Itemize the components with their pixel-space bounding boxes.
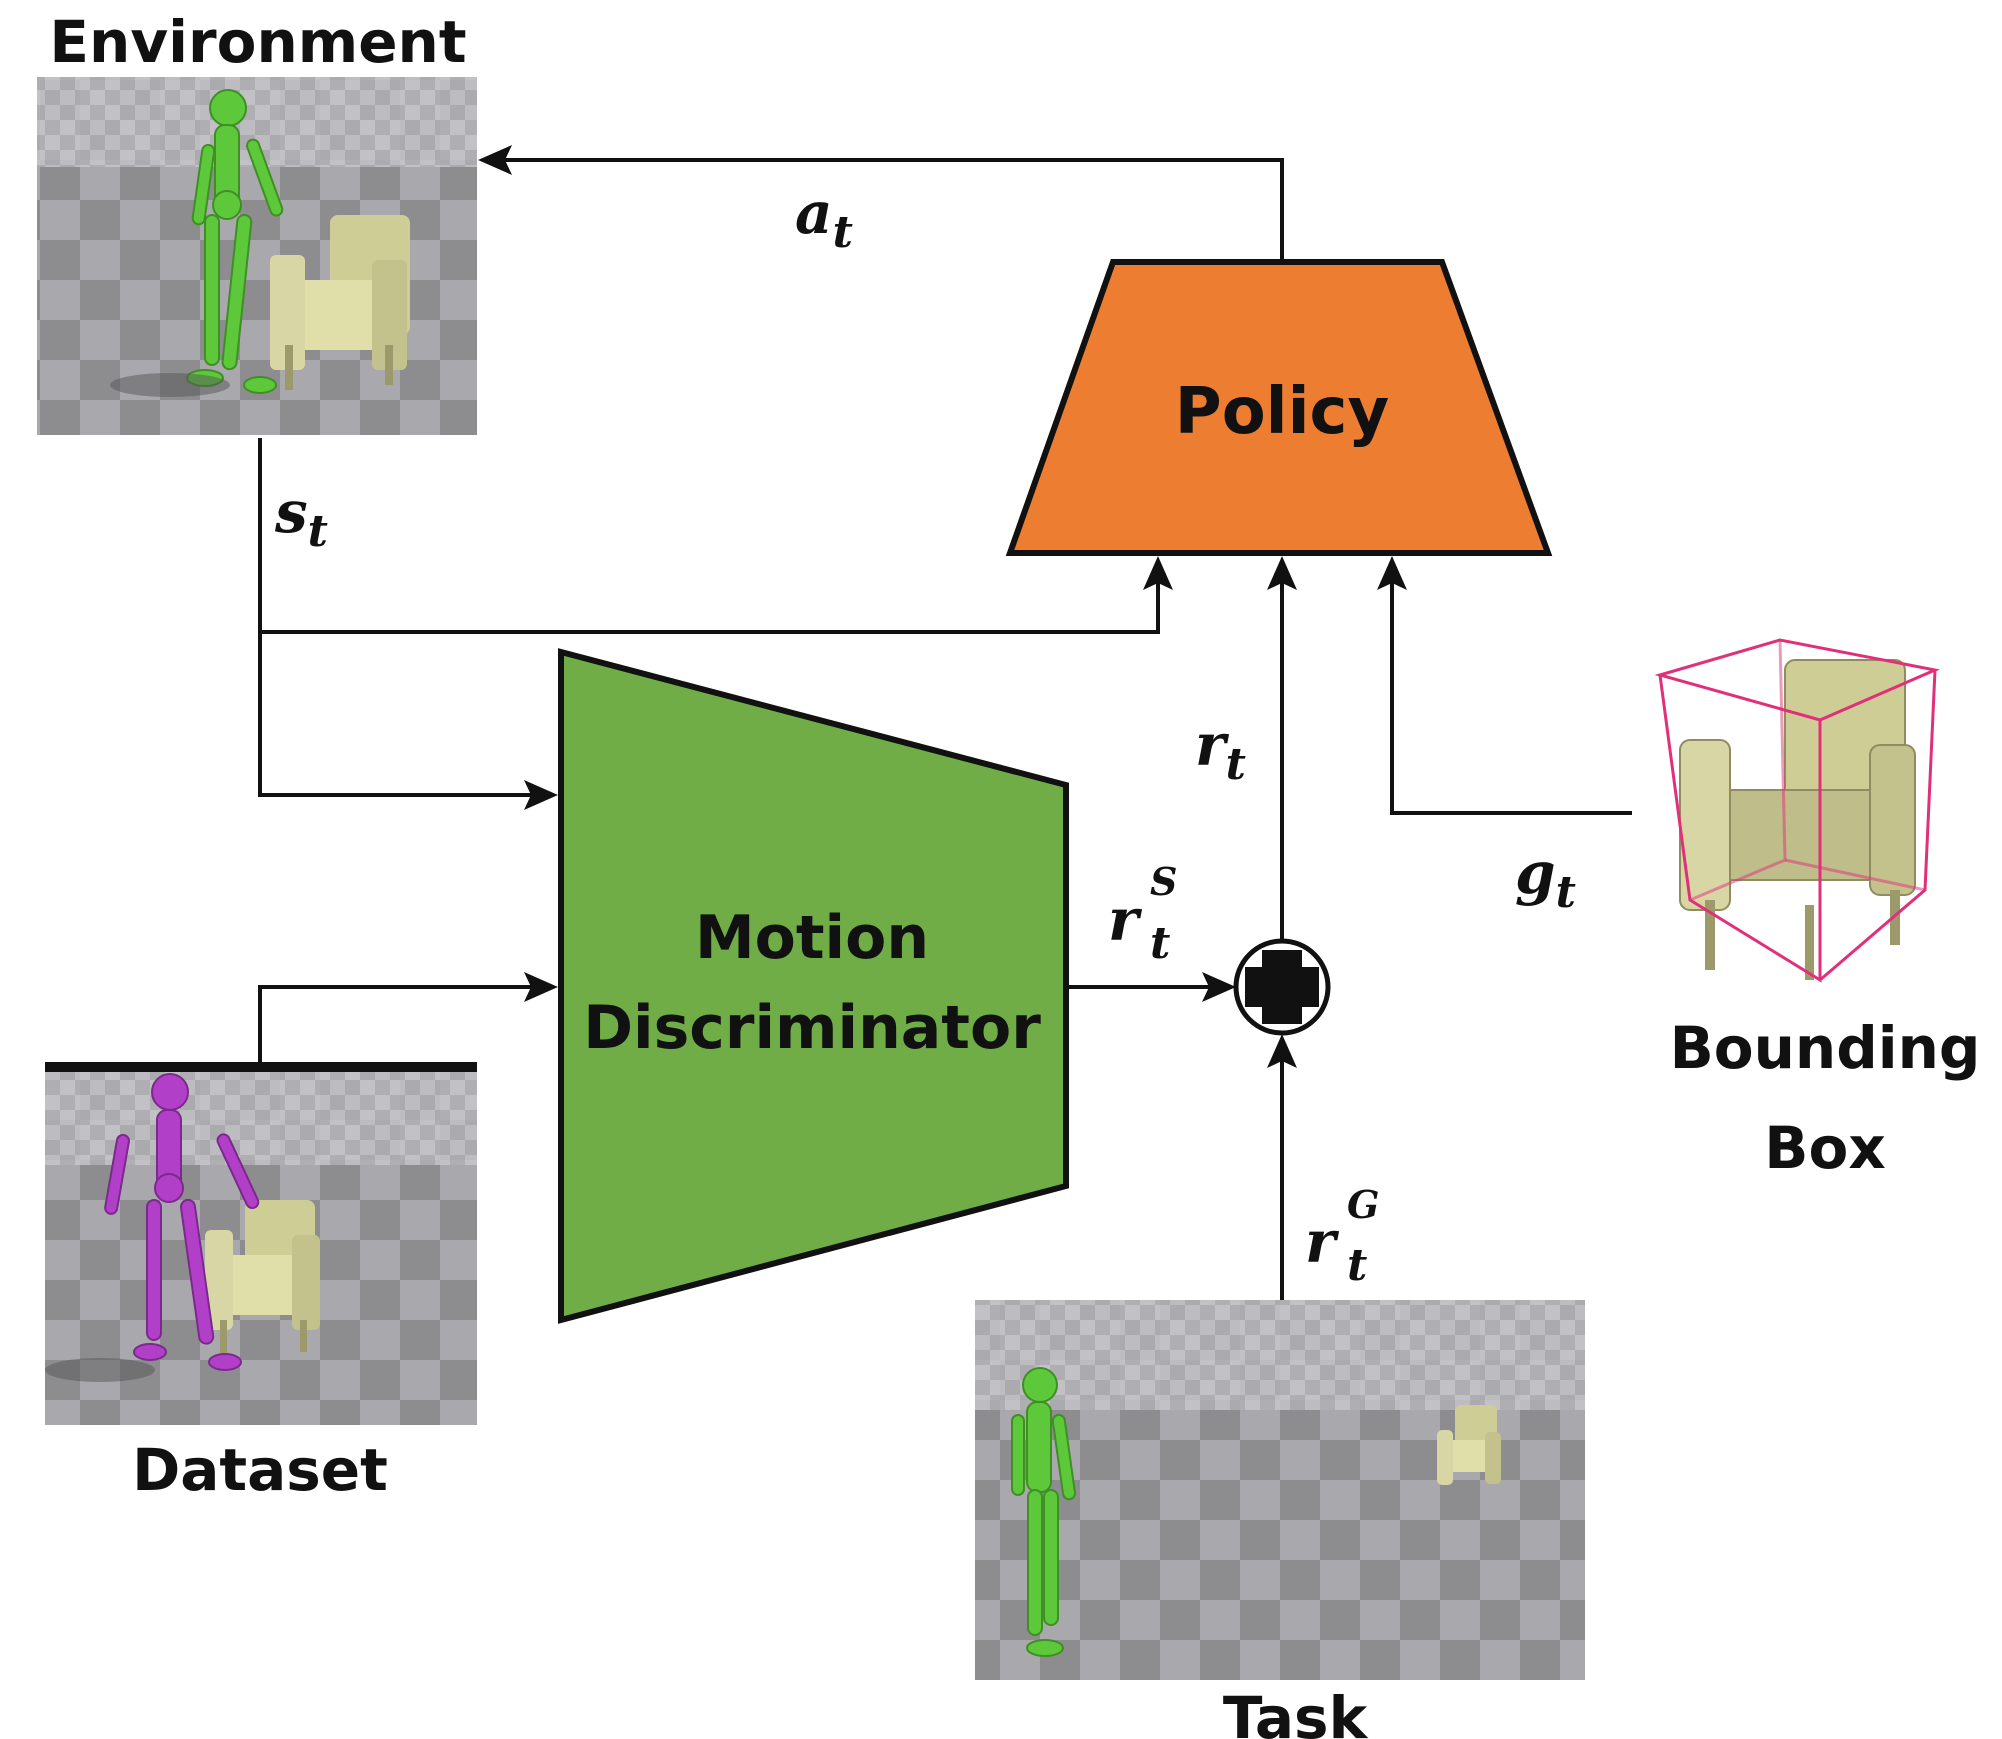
motion-discriminator-block[interactable] xyxy=(558,648,1069,1324)
action-symbol: at xyxy=(795,179,853,258)
task-label: Task xyxy=(1223,1684,1369,1739)
sum-node xyxy=(1233,938,1331,1036)
svg-text:t: t xyxy=(1347,1240,1367,1291)
plus-icon xyxy=(1245,950,1319,1024)
task-reward-symbol: r t G xyxy=(1305,1182,1379,1291)
motion-discriminator-label-line1: Motion xyxy=(695,903,929,973)
character-green-icon xyxy=(186,89,284,394)
goal-symbol: gt xyxy=(1515,839,1576,918)
bounding-box-label-line1: Bounding xyxy=(1670,1014,1981,1082)
dataset-image xyxy=(45,1062,477,1425)
chair-icon xyxy=(1679,659,1916,980)
task-image xyxy=(975,1300,1585,1680)
goal-wire xyxy=(1390,568,1632,815)
task-reward-arrowhead xyxy=(1267,1034,1297,1068)
environment-image xyxy=(37,77,477,435)
reward-arrowhead xyxy=(1267,556,1297,590)
state-symbol: st xyxy=(274,478,328,557)
svg-text:G: G xyxy=(1347,1182,1379,1227)
svg-text:S: S xyxy=(1150,859,1177,904)
goal-arrowhead xyxy=(1377,556,1407,590)
bounding-box-label-line2: Box xyxy=(1764,1114,1885,1182)
state-to-policy-wire xyxy=(260,568,1160,634)
state-to-discriminator-arrowhead xyxy=(524,780,558,810)
state-to-policy-arrowhead xyxy=(1143,556,1173,590)
action-arrowhead xyxy=(478,145,512,175)
svg-text:t: t xyxy=(1150,918,1170,969)
action-arrow xyxy=(487,155,1284,262)
dataset-to-discriminator-arrowhead xyxy=(524,972,558,1002)
svg-text:r: r xyxy=(1305,1208,1340,1276)
character-green-icon xyxy=(1011,1367,1076,1657)
policy-block[interactable] xyxy=(1005,259,1553,556)
chair-icon xyxy=(205,1200,320,1358)
chair-icon xyxy=(1437,1405,1501,1485)
dataset-wire xyxy=(258,985,545,1065)
style-reward-arrowhead xyxy=(1202,972,1236,1002)
reward-symbol: rt xyxy=(1195,711,1246,790)
motion-discriminator-label-line2: Discriminator xyxy=(583,993,1041,1063)
environment-label: Environment xyxy=(49,8,466,76)
character-purple-icon xyxy=(104,1073,260,1371)
chair-icon xyxy=(270,215,410,390)
bounding-box-wireframe xyxy=(1654,638,1941,983)
dataset-label: Dataset xyxy=(132,1436,388,1504)
style-reward-symbol: r t S xyxy=(1108,859,1177,969)
bounding-box-image xyxy=(1654,638,1941,983)
svg-text:r: r xyxy=(1108,886,1143,954)
state-wire xyxy=(258,438,545,797)
policy-label: Policy xyxy=(1175,375,1389,449)
